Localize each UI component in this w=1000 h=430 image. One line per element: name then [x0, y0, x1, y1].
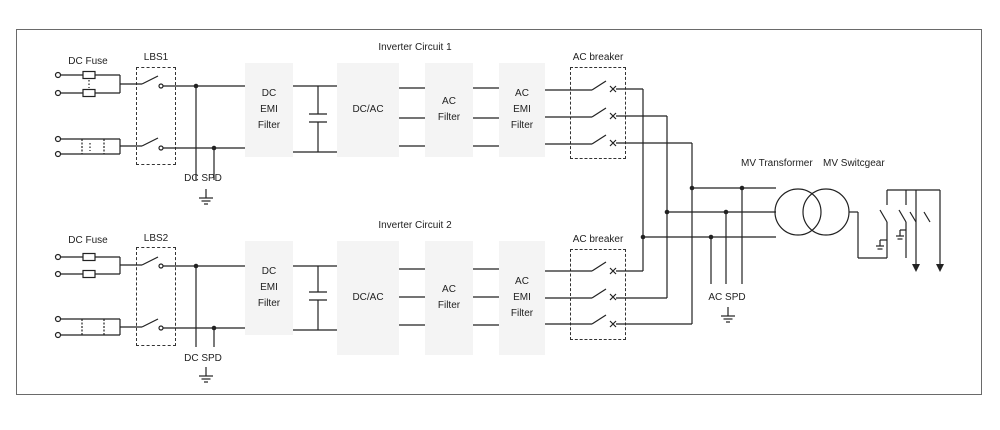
dc-bus-2: [163, 265, 245, 347]
mv-transformer-icon: [774, 188, 850, 236]
ac-breaker-1-label: AC breaker: [572, 52, 624, 63]
dc-fuse-2: [54, 252, 142, 339]
diagram-frame: [16, 29, 982, 395]
lbs1-enclosure: [136, 67, 176, 165]
ac-breaker-1-enclosure: [570, 67, 626, 159]
dc-fuse-2-label: DC Fuse: [68, 235, 108, 246]
internal-wiring-2: [293, 265, 592, 331]
dc-fuse-1-label: DC Fuse: [68, 56, 108, 67]
dc-fuse-1: [54, 70, 142, 158]
dcac-inverter-2: DC/AC: [337, 241, 399, 355]
lbs2-switches: [141, 256, 164, 331]
inverter-circuit-2-title: Inverter Circuit 2: [378, 220, 452, 231]
ac-collector-bus: [642, 89, 776, 324]
ac-breaker-2-enclosure: [570, 249, 626, 340]
mv-switchgear-label: MV Switcgear: [823, 158, 885, 169]
lbs1-label: LBS1: [143, 52, 169, 63]
dc-spd-1-ground: [199, 189, 213, 205]
dc-spd-1-label: DC SPD: [184, 173, 222, 184]
ac-spd-label: AC SPD: [708, 292, 746, 303]
dc-bus-1: [163, 85, 245, 180]
mv-switchgear-icon: [849, 189, 941, 264]
junction-dots: [193, 83, 745, 331]
dc-spd-2-ground: [199, 367, 213, 383]
lbs2-label: LBS2: [143, 233, 169, 244]
dc-spd-2-label: DC SPD: [184, 353, 222, 364]
ac-breaker-1-switches: [591, 80, 692, 147]
lbs1-switches: [141, 75, 164, 151]
mv-transformer-label: MV Transformer: [741, 158, 813, 169]
ac-breaker-2-label: AC breaker: [572, 234, 624, 245]
inverter-circuit-1-title: Inverter Circuit 1: [378, 42, 452, 53]
output-arrows: [912, 264, 944, 272]
ac-breaker-2-switches: [591, 261, 692, 328]
internal-wiring-1: [293, 85, 592, 153]
ac-spd-ground: [721, 307, 735, 323]
dcac-inverter-1: DC/AC: [337, 63, 399, 157]
lbs2-enclosure: [136, 247, 176, 346]
